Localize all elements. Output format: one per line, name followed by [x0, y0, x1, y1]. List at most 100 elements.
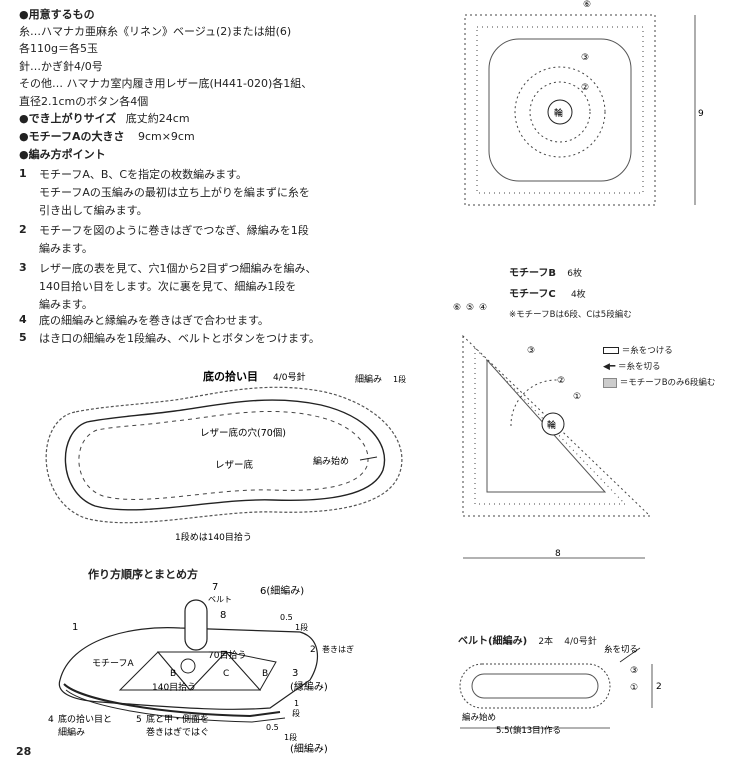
- sole-start-label: 編み始め: [313, 455, 349, 467]
- motif-size-label: ●モチーフAの大きさ: [19, 130, 124, 143]
- motif-a-ring: 輪: [554, 107, 563, 119]
- assembly-r1: 1: [294, 699, 299, 708]
- legend-cut-icon: ◀━: [603, 362, 615, 372]
- motif-b-count: 6枚: [567, 269, 582, 279]
- step-number: 5: [19, 331, 27, 344]
- motif-bc-arrow-label: ④: [479, 303, 487, 313]
- sole-holes-label: レザー底の穴(70個): [200, 427, 286, 439]
- legend-attach-icon: [603, 347, 619, 354]
- assembly-motifA: モチーフA: [92, 658, 134, 669]
- sole-title: 底の拾い目: [203, 369, 258, 383]
- assembly-n2: 2: [310, 645, 316, 655]
- motif-bc-round: ③: [527, 346, 535, 356]
- motif-bc-arrow-label: ⑤: [466, 303, 474, 313]
- assembly-n1: 1: [72, 622, 78, 633]
- motif-bc-diagram: ⑥ ⑤ ④ 輪 ③ ② ① 8: [445, 296, 745, 566]
- motif-a-diagram: 輪 ⑥ ③ ② 9: [455, 0, 705, 215]
- belt-diagram: 糸を切る ③ ① 2 編み始め 5.5(鎖13目)作る: [440, 640, 730, 740]
- assembly-row1b: 段: [292, 708, 300, 718]
- materials-yarn: 糸…ハマナカ亜麻糸《リネン》ベージュ(2)または紺(6): [19, 23, 291, 40]
- step-number: 1: [19, 167, 27, 180]
- motif-a-size: 9: [698, 109, 704, 119]
- assembly-B2: B: [262, 669, 268, 679]
- legend-cut: ◀━ ＝糸を切る: [603, 360, 661, 372]
- page-number: 28: [16, 745, 31, 758]
- legend-attach: ＝糸をつける: [603, 344, 673, 356]
- motif-b-label: モチーフB: [509, 268, 556, 279]
- assembly-n7: 7: [212, 582, 218, 593]
- motif-bc-ring: 輪: [547, 419, 556, 431]
- motif-bc-round: ①: [573, 392, 581, 402]
- assembly-n5a: 底と甲・側面を: [146, 713, 209, 725]
- assembly-diagram: 1 7 ベルト 6(細編み) 8 0.5 1段 2 巻きはぎ 70目拾う モチー…: [40, 580, 360, 760]
- step-text: モチーフAの玉編みの最初は立ち上がりを編まずに糸を: [39, 184, 310, 201]
- legend-b-only: ＝モチーフBのみ6段編む: [603, 376, 715, 388]
- motif-size: ●モチーフAの大きさ 9cm×9cm: [19, 128, 195, 145]
- belt-width: 2: [656, 682, 662, 692]
- step-text: モチーフを図のように巻きはぎでつなぎ、縁編みを1段: [39, 222, 309, 239]
- assembly-row1a: 1段: [295, 622, 308, 632]
- assembly-n4a: 底の拾い目と: [58, 713, 112, 725]
- step-text: 編みます。: [39, 296, 93, 313]
- assembly-n4: 4: [48, 715, 54, 725]
- materials-button: 直径2.1cmのボタン各4個: [19, 93, 148, 110]
- sole-sc-rows: 1段: [393, 374, 406, 384]
- assembly-sc: (細編み): [290, 742, 328, 755]
- legend-attach-text: ＝糸をつける: [622, 346, 673, 356]
- sole-diagram: 底の拾い目 4/0号針 細編み 1段 レザー底の穴(70個) レザー底 編み始め…: [15, 360, 435, 550]
- sole-leather-label: レザー底: [215, 459, 254, 471]
- assembly-B1: B: [170, 669, 176, 679]
- step-number: 2: [19, 223, 27, 236]
- assembly-belt: ベルト: [208, 595, 232, 604]
- step-text: 編みます。: [39, 240, 93, 257]
- step-text: モチーフA、B、Cを指定の枚数編みます。: [39, 166, 247, 183]
- step-number: 4: [19, 313, 27, 326]
- assembly-r05a: 0.5: [280, 613, 293, 622]
- materials-hook: 針…かぎ針4/0号: [19, 58, 103, 75]
- legend-cut-text: ＝糸を切る: [618, 362, 661, 372]
- motif-a-round: ②: [581, 83, 589, 93]
- finished-size-label: ●でき上がりサイズ: [19, 112, 116, 125]
- legend-b-only-icon: [603, 378, 617, 388]
- assembly-n3: 3: [292, 668, 298, 679]
- motif-bc-round: ②: [557, 376, 565, 386]
- assembly-n6: 6(細編み): [260, 584, 304, 597]
- step-text: 140目拾い目をします。次に裏を見て、細編み1段を: [39, 278, 296, 295]
- motif-a-round: ⑥: [583, 0, 591, 10]
- belt-round: ③: [630, 666, 638, 676]
- assembly-n8: 8: [220, 610, 226, 621]
- materials-heading: ●用意するもの: [19, 6, 95, 23]
- finished-size: ●でき上がりサイズ 底丈約24cm: [19, 110, 190, 127]
- sole-sc-label: 細編み: [355, 373, 382, 385]
- belt-cut-label: 糸を切る: [604, 644, 638, 655]
- assembly-maki: 巻きはぎ: [322, 644, 354, 654]
- assembly-n4b: 細編み: [58, 726, 85, 738]
- motif-a-round: ③: [581, 53, 589, 63]
- motif-size-value: 9cm×9cm: [138, 130, 195, 143]
- materials-amount: 各110g＝各5玉: [19, 40, 98, 57]
- assembly-C: C: [223, 669, 229, 679]
- sole-needle: 4/0号針: [273, 371, 306, 383]
- assembly-r05b: 0.5: [266, 723, 279, 732]
- assembly-n5: 5: [136, 715, 142, 725]
- assembly-pick70: 70目拾う: [208, 649, 246, 661]
- belt-start: 編み始め: [462, 712, 496, 723]
- sole-count-label: 1段めは140目拾う: [175, 531, 252, 543]
- step-text: 底の細編みと縁編みを巻きはぎで合わせます。: [39, 312, 269, 329]
- finished-size-value: 底丈約24cm: [126, 112, 190, 125]
- motif-bc-size: 8: [555, 549, 561, 559]
- step-text: はき口の細編みを1段編み、ベルトとボタンをつけます。: [39, 330, 320, 347]
- legend-b-only-text: ＝モチーフBのみ6段編む: [620, 378, 716, 388]
- assembly-edge: (縁編み): [290, 680, 328, 693]
- assembly-row1c: 1段: [284, 732, 297, 742]
- points-heading: ●編み方ポイント: [19, 146, 106, 163]
- step-text: 引き出して編みます。: [39, 202, 148, 219]
- materials-other: その他… ハマナカ室内履き用レザー底(H441-020)各1組、: [19, 75, 312, 92]
- belt-round: ①: [630, 683, 638, 693]
- step-text: レザー底の表を見て、穴1個から2目ずつ細編みを編み、: [39, 260, 316, 277]
- motif-b-title: モチーフB 6枚: [509, 264, 582, 279]
- assembly-n5b: 巻きはぎではぐ: [146, 726, 209, 738]
- motif-bc-arrow-label: ⑥: [453, 303, 461, 313]
- assembly-pick140: 140目拾う: [152, 681, 196, 693]
- step-number: 3: [19, 261, 27, 274]
